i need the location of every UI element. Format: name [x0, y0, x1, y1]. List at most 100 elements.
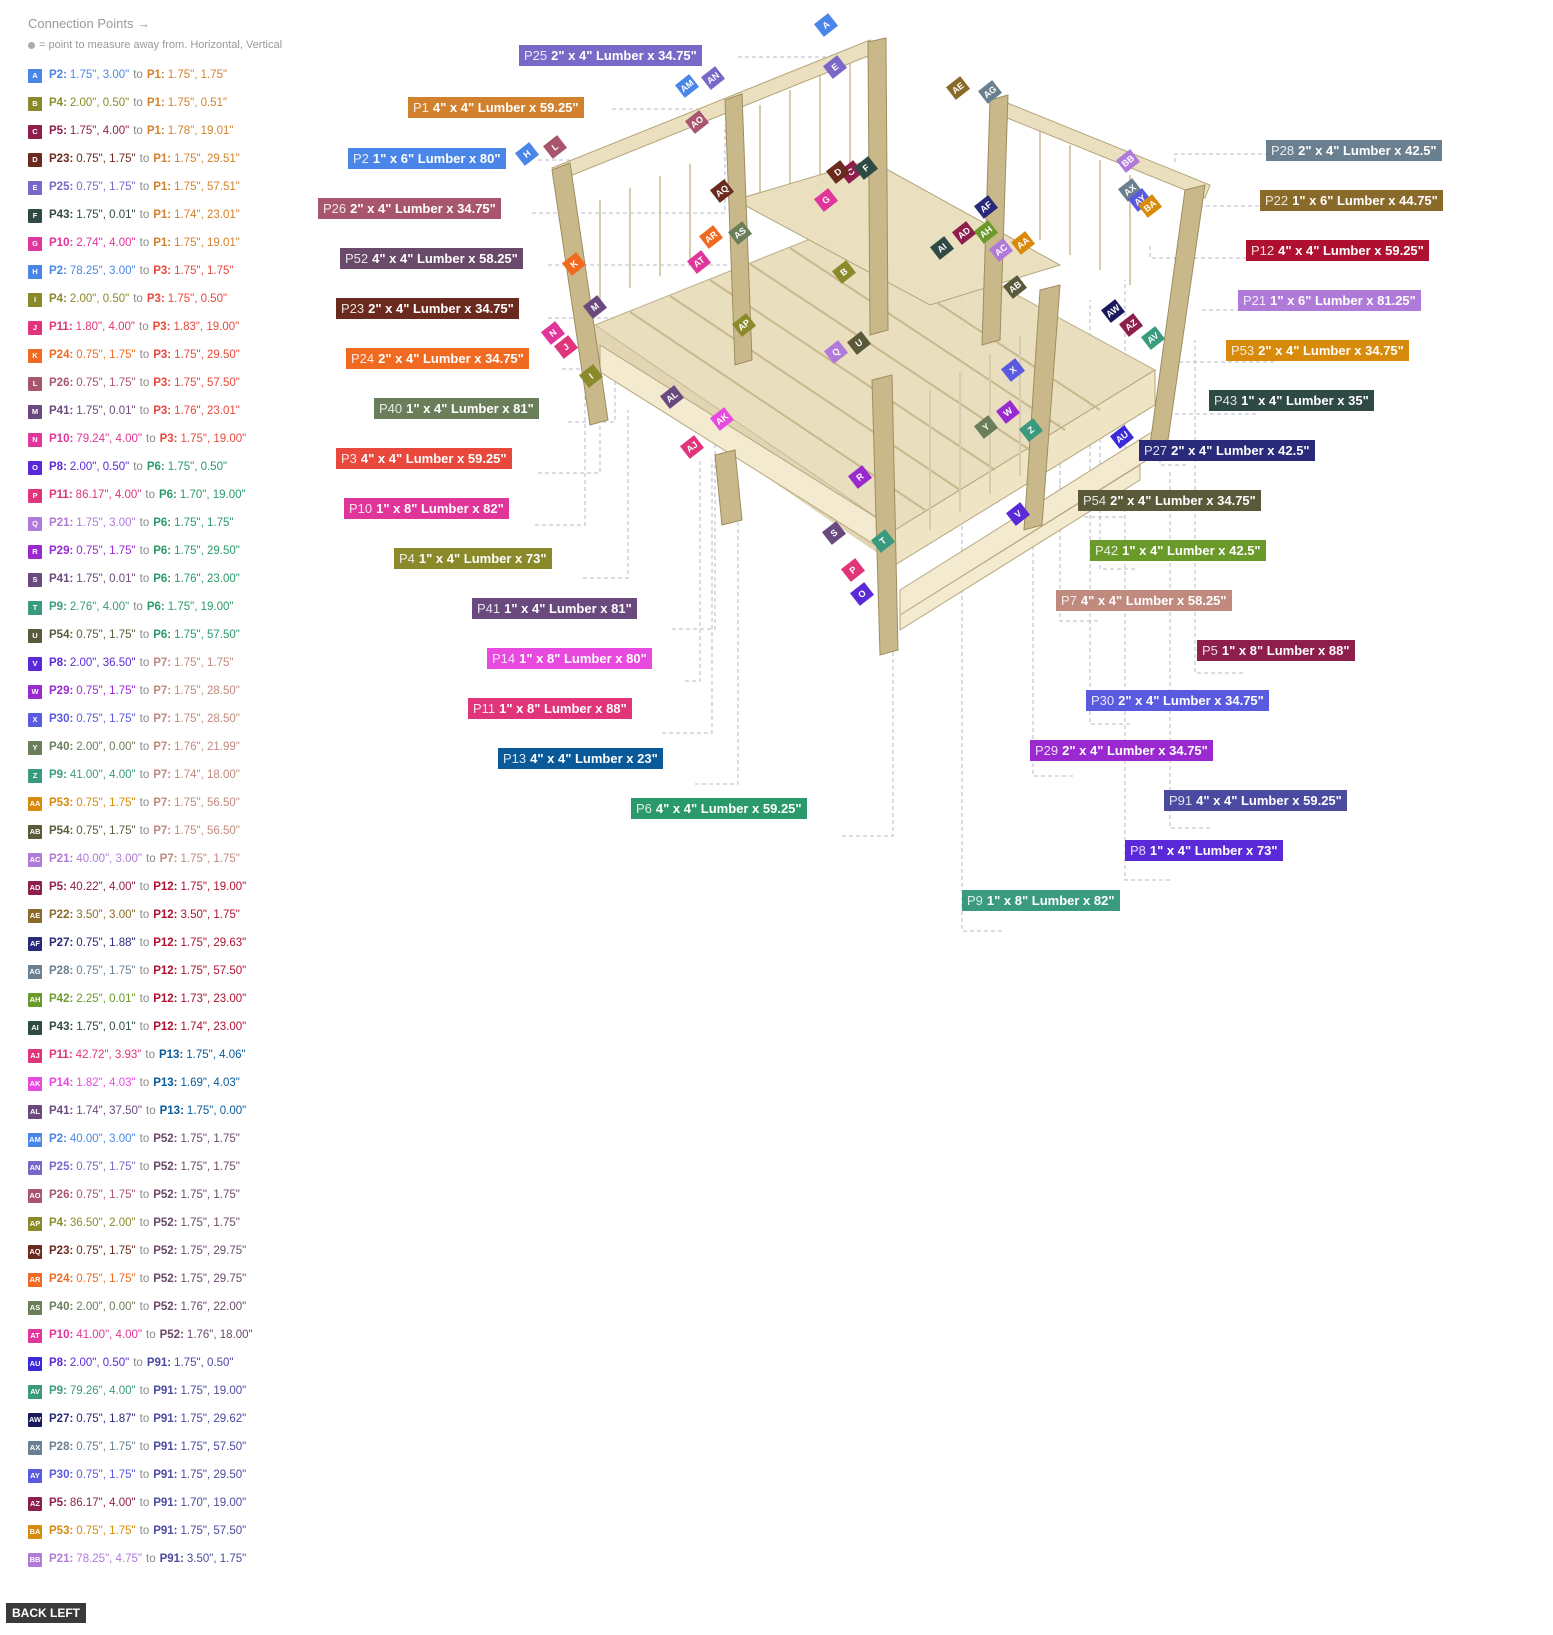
connection-badge: Y — [28, 741, 42, 755]
part-b-value: 1.75", 1.75" — [174, 517, 234, 529]
to-word: to — [139, 1077, 150, 1089]
to-word: to — [139, 237, 150, 249]
part-b-value: 1.75", 57.51" — [174, 181, 240, 193]
post — [867, 37, 889, 336]
part-a-value: 79.26", 4.00" — [69, 1385, 136, 1397]
connection-badge: BB — [28, 1553, 42, 1567]
leader-line — [532, 125, 726, 214]
part-a-value: 1.74", 37.50" — [76, 1105, 143, 1117]
part-b-value: 1.75", 29.63" — [180, 937, 247, 949]
part-b-name: P3: — [153, 265, 172, 277]
to-word: to — [139, 349, 150, 361]
part-a-value: 41.00", 4.00" — [69, 769, 136, 781]
connection-badge: E — [28, 181, 42, 195]
part-a-value: 0.75", 1.75" — [76, 181, 136, 193]
part-number: P8 — [1130, 843, 1146, 858]
to-word: to — [145, 489, 155, 501]
part-b-value: 1.76", 23.00" — [174, 573, 240, 585]
part-a-name: P9: — [49, 601, 67, 613]
part-b-value: 1.75", 56.50" — [174, 797, 240, 809]
leader-line — [1174, 153, 1318, 165]
part-b-value: 1.75", 0.00" — [186, 1105, 247, 1117]
connection-badge: D — [28, 153, 42, 167]
part-b-name: P13: — [153, 1077, 178, 1089]
connection-badge: AV — [28, 1385, 42, 1399]
part-number: P29 — [1035, 743, 1059, 758]
part-a-name: P26: — [49, 377, 74, 389]
part-a-value: 1.82", 4.03" — [76, 1077, 136, 1089]
to-word: to — [139, 321, 149, 333]
part-a-value: 1.75", 3.00" — [69, 69, 130, 81]
part-number: P4 — [399, 551, 415, 566]
to-word: to — [133, 69, 143, 81]
part-a-value: 1.75", 3.00" — [76, 517, 136, 529]
part-number: P1 — [413, 100, 429, 115]
part-b-value: 1.70", 19.00" — [180, 1497, 247, 1509]
connection-badge: AG — [28, 965, 42, 979]
part-description: 1" x 4" Lumber x 35" — [1241, 393, 1369, 408]
part-b-value: 1.75", 29.50" — [174, 349, 240, 361]
part-b-value: 1.74", 18.00" — [174, 769, 240, 781]
slat — [669, 295, 961, 491]
part-b-name: P3: — [153, 405, 172, 417]
connection-badge: W — [28, 685, 42, 699]
part-b-name: P91: — [153, 1441, 178, 1453]
connection-badge: B — [28, 97, 42, 111]
part-a-name: P27: — [49, 937, 74, 949]
part-a-value: 1.75", 4.00" — [69, 125, 130, 137]
to-word: to — [139, 1525, 150, 1537]
to-word: to — [146, 1329, 156, 1341]
to-word: to — [139, 825, 150, 837]
part-a-name: P10: — [49, 1329, 74, 1341]
part-b-value: 1.75", 19.00" — [180, 433, 247, 445]
measure-point-dot-icon — [28, 41, 35, 49]
leader-line — [535, 390, 586, 526]
post — [551, 162, 609, 426]
connection-badge: H — [28, 265, 42, 279]
part-b-name: P7: — [153, 797, 172, 809]
part-b-name: P91: — [153, 1469, 178, 1481]
to-word: to — [139, 881, 150, 893]
part-description: 2" x 4" Lumber x 34.75" — [1110, 493, 1256, 508]
part-number: P22 — [1265, 193, 1289, 208]
part-number: P91 — [1169, 793, 1193, 808]
connection-badge: AY — [28, 1469, 42, 1483]
part-b-value: 1.75", 1.75" — [180, 853, 240, 865]
part-a-value: 86.17", 4.00" — [69, 1497, 136, 1509]
part-b-value: 1.75", 57.50" — [174, 629, 240, 641]
connection-badge: AA — [28, 797, 42, 811]
part-a-value: 0.75", 1.87" — [76, 1413, 136, 1425]
part-a-value: 0.75", 1.75" — [76, 377, 136, 389]
part-a-name: P30: — [49, 713, 74, 725]
part-a-name: P8: — [49, 1357, 67, 1369]
connection-badge: AP — [28, 1217, 42, 1231]
to-word: to — [139, 741, 150, 753]
part-description: 4" x 4" Lumber x 59.25" — [432, 100, 579, 115]
part-b-value: 1.76", 22.00" — [180, 1301, 247, 1313]
part-b-name: P52: — [153, 1189, 178, 1201]
part-a-value: 0.75", 1.75" — [76, 629, 136, 641]
part-b-name: P3: — [152, 321, 171, 333]
to-word: to — [139, 1385, 150, 1397]
to-word: to — [139, 1021, 150, 1033]
part-a-name: P27: — [49, 1413, 74, 1425]
part-a-value: 0.75", 1.88" — [76, 937, 136, 949]
back-left-button[interactable]: BACK LEFT — [6, 1603, 86, 1623]
